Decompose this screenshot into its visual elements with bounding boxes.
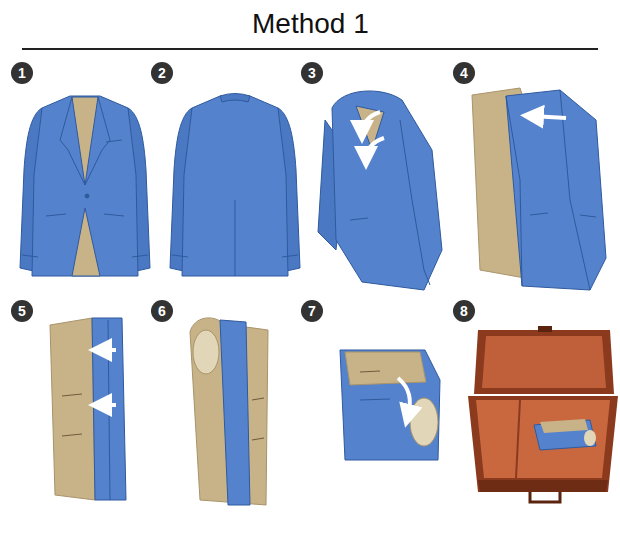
callout-number: 3: [301, 62, 323, 84]
jacket-tucked: [472, 88, 606, 290]
jacket-narrow: [190, 318, 268, 505]
diagram-title: Method 1: [252, 8, 369, 40]
title-rule: [22, 48, 598, 50]
jacket-lengthwise: [50, 318, 126, 500]
callout-number: 4: [453, 62, 475, 84]
callout-number: 8: [453, 300, 475, 322]
callout-number: 6: [151, 300, 173, 322]
jacket-half: [340, 350, 440, 460]
callout-number: 7: [301, 300, 323, 322]
callout-number: 5: [11, 300, 33, 322]
callout-number: 1: [11, 62, 33, 84]
suitcase: [468, 326, 618, 502]
callout-number: 2: [151, 62, 173, 84]
jacket-front: [20, 96, 150, 276]
jacket-back: [170, 94, 300, 277]
jacket-twist: [318, 91, 442, 290]
